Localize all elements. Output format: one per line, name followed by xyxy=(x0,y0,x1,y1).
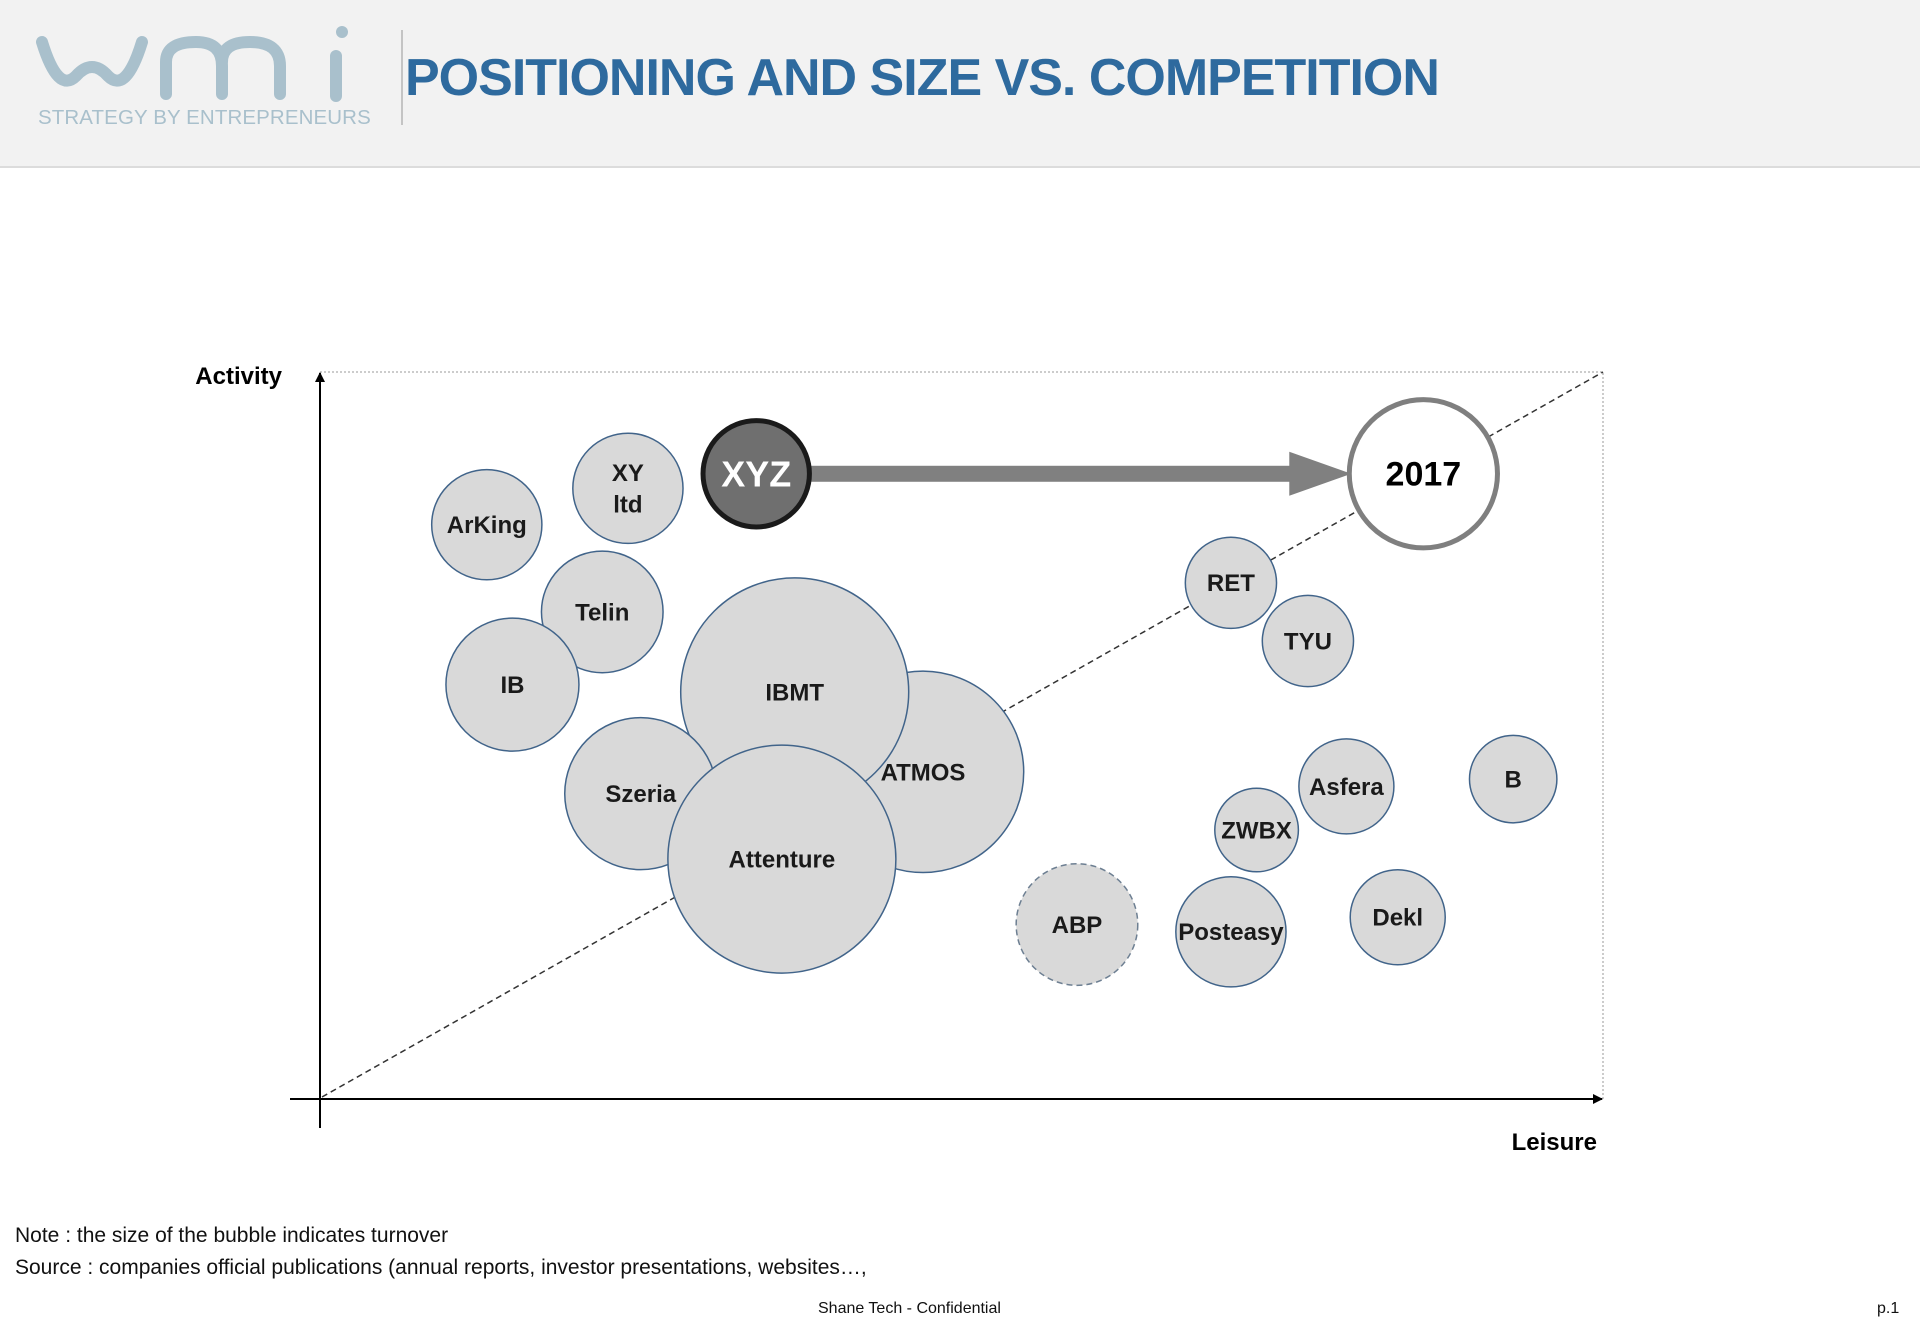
bubble-b xyxy=(1468,734,1558,824)
bubble-label-szeria: Szeria xyxy=(605,781,676,808)
focus-layer: XYZ 2017 xyxy=(700,397,1500,551)
bubble-2017-target xyxy=(1346,397,1500,551)
header-divider xyxy=(401,30,403,125)
bubble-asfera xyxy=(1298,738,1395,835)
bubble-ib xyxy=(445,617,580,752)
note-text: Note : the size of the bubble indicates … xyxy=(15,1224,449,1247)
progression-arrow-shaft xyxy=(807,465,1292,482)
bubble-label-ibmt: IBMT xyxy=(765,679,824,706)
bubble-label-ret: RET xyxy=(1207,570,1255,597)
page-title: POSITIONING AND SIZE VS. COMPETITION xyxy=(405,49,1440,107)
bubble-label-abp: ABP xyxy=(1052,912,1103,939)
header-bar: STRATEGY BY ENTREPRENEURS POSITIONING AN… xyxy=(0,0,1920,168)
bubble-label-ib: IB xyxy=(500,672,524,699)
logo: STRATEGY BY ENTREPRENEURS xyxy=(36,22,371,134)
source-text: Source : companies official publications… xyxy=(15,1256,867,1279)
bubble-label-2017: 2017 xyxy=(1386,456,1462,494)
bubble-attenture xyxy=(667,744,897,974)
bubble-label-telin: Telin xyxy=(575,599,629,626)
bubble-label-zwbx: ZWBX xyxy=(1221,817,1292,844)
bubble-ret xyxy=(1184,536,1278,630)
y-axis-label: Activity xyxy=(195,363,282,390)
bubble-label-atmos: ATMOS xyxy=(881,759,966,786)
bubble-xyz-focus xyxy=(700,418,812,530)
logo-tagline: STRATEGY BY ENTREPRENEURS xyxy=(38,106,371,129)
bubble-label-posteasy: Posteasy xyxy=(1178,919,1284,946)
bubble-arking xyxy=(430,468,543,581)
bubble-label-dekl: Dekl xyxy=(1372,905,1423,932)
chart-notes: Note : the size of the bubble indicates … xyxy=(15,1220,867,1284)
footer-confidential: Shane Tech - Confidential xyxy=(818,1300,1001,1317)
bubble-posteasy xyxy=(1175,875,1287,988)
x-axis-label: Leisure xyxy=(1512,1129,1597,1156)
bubble-label-asfera: Asfera xyxy=(1309,774,1384,801)
bubble-zwbx xyxy=(1214,787,1300,873)
bubble-abp xyxy=(1015,862,1139,987)
progression-arrow-head xyxy=(1289,451,1352,496)
bubble-tyu xyxy=(1261,594,1355,688)
bubble-label-b: B xyxy=(1505,767,1522,794)
bubble-label-arking: ArKing xyxy=(447,512,527,539)
bubble-xy-ltd xyxy=(572,432,684,545)
bubble-telin xyxy=(540,550,664,674)
bubble-label-tyu: TYU xyxy=(1284,628,1332,655)
page-number: p.1 xyxy=(1877,1300,1900,1317)
bubble-dekl xyxy=(1349,869,1446,966)
bubble-label-xyz: XYZ xyxy=(721,453,791,494)
logo-mark-icon xyxy=(36,26,348,102)
bubble-label-attenture: Attenture xyxy=(729,846,836,873)
